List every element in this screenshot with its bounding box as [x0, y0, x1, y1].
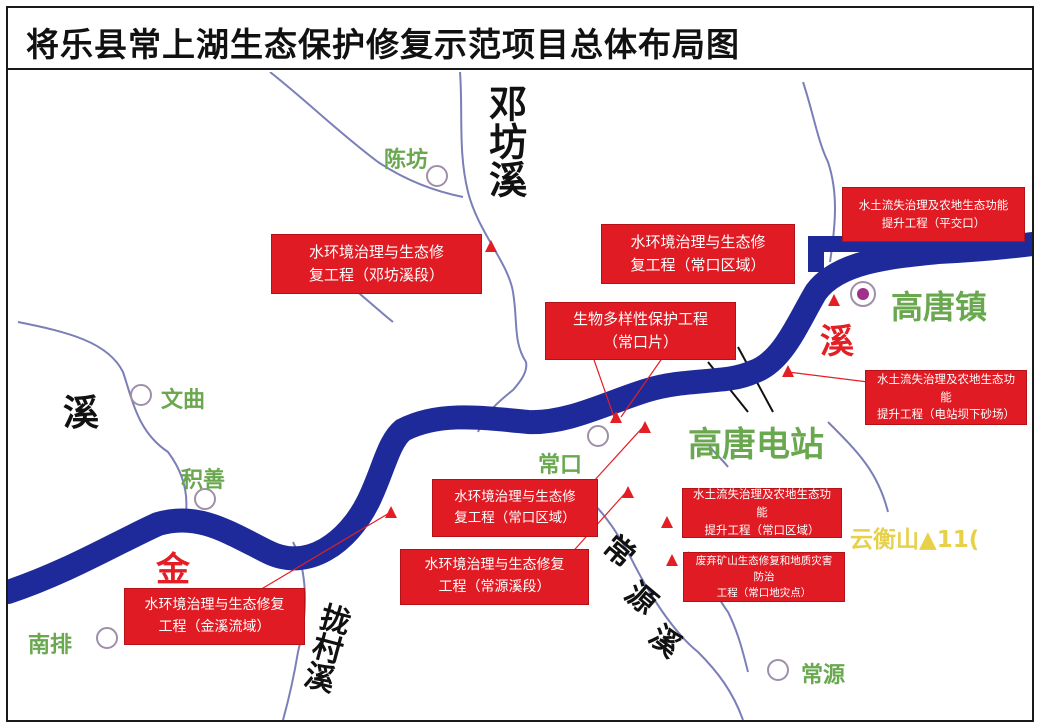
project-box-changkou-mid[interactable]: 水环境治理与生态修 复工程（常口区域）	[432, 479, 598, 537]
connector-changkou-mid	[592, 426, 644, 483]
project-box-changyuan[interactable]: 水环境治理与生态修复 工程（常源溪段）	[400, 549, 589, 605]
stream-changkou-east	[707, 443, 729, 468]
project-box-mine[interactable]: 废弃矿山生态修复和地质灾害防治 工程（常口地灾点）	[683, 552, 845, 602]
place-chenfang: 陈坊	[384, 148, 429, 173]
red-triangle-icon	[385, 506, 397, 518]
project-box-dengfang[interactable]: 水环境治理与生态修 复工程（邓坊溪段）	[271, 234, 482, 294]
river-bend-top	[808, 236, 1032, 272]
hollow-circle-icon	[130, 384, 152, 406]
project-box-biodiversity[interactable]: 生物多样性保护工程 （常口片）	[545, 302, 736, 360]
stream-label-jin: 金	[156, 550, 190, 590]
page-title: 将乐县常上湖生态保护修复示范项目总体布局图	[26, 25, 740, 64]
red-triangle-icon	[639, 421, 651, 433]
place-wenqu: 文曲	[161, 388, 206, 413]
place-gaotang-town: 高唐镇	[891, 288, 988, 326]
red-triangle-icon	[828, 294, 840, 306]
red-triangle-icon	[610, 411, 622, 423]
stream-label-xi-left: 溪	[63, 392, 100, 434]
project-box-jinxi[interactable]: 水环境治理与生态修复 工程（金溪流域）	[124, 588, 305, 645]
project-box-pingjiaokou[interactable]: 水土流失治理及农地生态功能 提升工程（平交口）	[842, 187, 1025, 242]
map-canvas	[8, 72, 1032, 720]
stream-wenqu	[17, 321, 188, 513]
stream-label-dengfang: 邓坊溪	[482, 84, 528, 198]
stream-chenfang	[269, 72, 464, 198]
filled-circle-icon	[857, 288, 869, 300]
place-yunheng: 云衡山▲11(	[850, 527, 980, 553]
hollow-circle-icon	[587, 425, 609, 447]
hollow-circle-icon	[194, 488, 216, 510]
hollow-circle-icon	[426, 165, 448, 187]
connector-changyuan	[567, 489, 629, 558]
title-bar: 将乐县常上湖生态保护修复示范项目总体布局图	[8, 8, 1032, 70]
connector-jinxi	[247, 511, 392, 598]
red-triangle-icon	[661, 516, 673, 528]
project-box-soil-changkou[interactable]: 水土流失治理及农地生态功能 提升工程（常口区域）	[682, 487, 842, 538]
red-triangle-icon	[622, 486, 634, 498]
map-frame: 将乐县常上湖生态保护修复示范项目总体布局图	[6, 6, 1034, 722]
place-changkou: 常口	[538, 453, 583, 478]
stream-dengfang	[459, 72, 528, 433]
stream-changyuan	[567, 481, 744, 720]
hollow-circle-icon	[767, 659, 789, 681]
connector-dianzhan	[787, 371, 869, 383]
red-triangle-icon	[782, 365, 794, 377]
place-changyuan: 常源	[801, 663, 846, 688]
place-nanpai: 南排	[28, 633, 73, 658]
connector-biodiversity	[592, 356, 615, 418]
project-box-dianzhan[interactable]: 水土流失治理及农地生态功能 提升工程（电站坝下砂场）	[865, 370, 1027, 425]
main-river	[8, 232, 1032, 604]
project-box-changkou-top[interactable]: 水环境治理与生态修 复工程（常口区域）	[601, 224, 795, 284]
hollow-circle-icon	[96, 627, 118, 649]
place-gaotang-station: 高唐电站	[688, 425, 824, 465]
red-triangle-icon	[485, 240, 497, 252]
stream-label-xi-right: 溪	[820, 322, 854, 362]
stream-right-top	[802, 81, 836, 263]
map-area: 陈坊 文曲 积善 南排 常口 高唐镇 高唐电站 云衡山▲11( 常源 邓坊溪 溪…	[8, 72, 1032, 720]
connector-biodiversity-b	[620, 356, 664, 418]
place-jishan: 积善	[181, 468, 226, 493]
red-triangle-icon	[666, 554, 678, 566]
stream-gaotang-south	[827, 421, 889, 513]
